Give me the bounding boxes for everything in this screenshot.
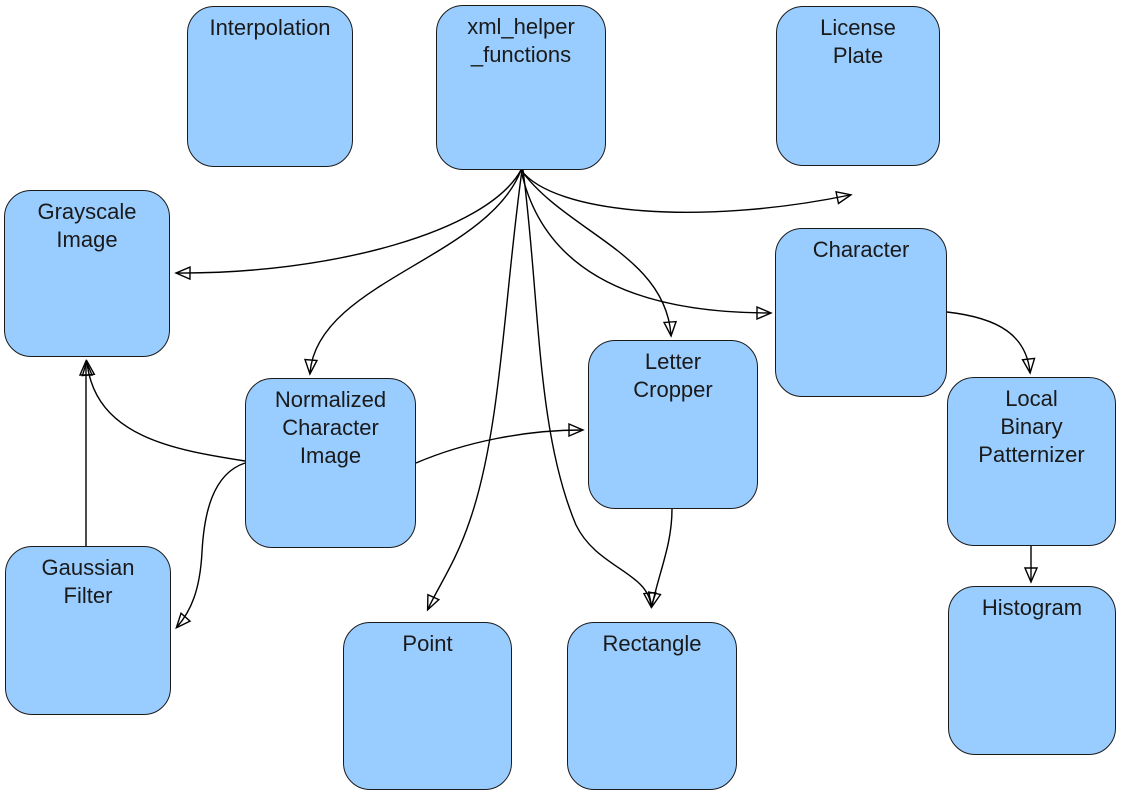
edge-lettercropper-to-rectangle <box>652 508 673 606</box>
node-local-binary-patternizer: Local Binary Patternizer <box>947 377 1116 546</box>
edge-normalized-to-gaussian <box>177 462 246 627</box>
node-gaussian-filter-label: Gaussian Filter <box>41 555 135 608</box>
node-rectangle-label: Rectangle <box>602 631 702 656</box>
edge-xmlhelper-to-point <box>428 169 523 609</box>
edge-xmlhelper-to-character <box>520 169 770 313</box>
node-license-plate: License Plate <box>776 6 940 166</box>
node-letter-cropper: Letter Cropper <box>588 340 758 509</box>
edge-normalized-to-grayscale <box>87 362 246 462</box>
edge-xmlhelper-to-grayscale <box>177 169 522 273</box>
edge-xmlhelper-to-licenseplate <box>520 169 850 214</box>
edge-normalized-to-lettercropper <box>415 430 582 464</box>
node-histogram: Histogram <box>948 586 1116 755</box>
node-gaussian-filter: Gaussian Filter <box>5 546 171 715</box>
node-character: Character <box>775 228 947 397</box>
node-character-label: Character <box>812 237 910 262</box>
node-local-binary-patternizer-label: Local Binary Patternizer <box>978 386 1085 467</box>
node-interpolation: Interpolation <box>187 6 353 167</box>
node-license-plate-label: License Plate <box>820 15 896 68</box>
node-point-label: Point <box>402 631 453 656</box>
edge-xmlhelper-to-lettercropper <box>520 169 671 335</box>
node-grayscale-image-label: Grayscale Image <box>37 199 137 252</box>
node-letter-cropper-label: Letter Cropper <box>633 349 713 402</box>
node-interpolation-label: Interpolation <box>209 15 331 40</box>
node-rectangle: Rectangle <box>567 622 737 790</box>
node-xml-helper-functions-label: xml_helper _functions <box>467 14 575 67</box>
edge-xmlhelper-to-normalized <box>310 169 522 373</box>
node-histogram-label: Histogram <box>981 595 1083 620</box>
node-xml-helper-functions: xml_helper _functions <box>436 5 606 170</box>
edge-character-to-lbp <box>946 311 1030 372</box>
node-normalized-character-image: Normalized Character Image <box>245 378 416 548</box>
node-normalized-character-image-label: Normalized Character Image <box>274 387 387 468</box>
node-point: Point <box>343 622 512 790</box>
node-grayscale-image: Grayscale Image <box>4 190 170 357</box>
